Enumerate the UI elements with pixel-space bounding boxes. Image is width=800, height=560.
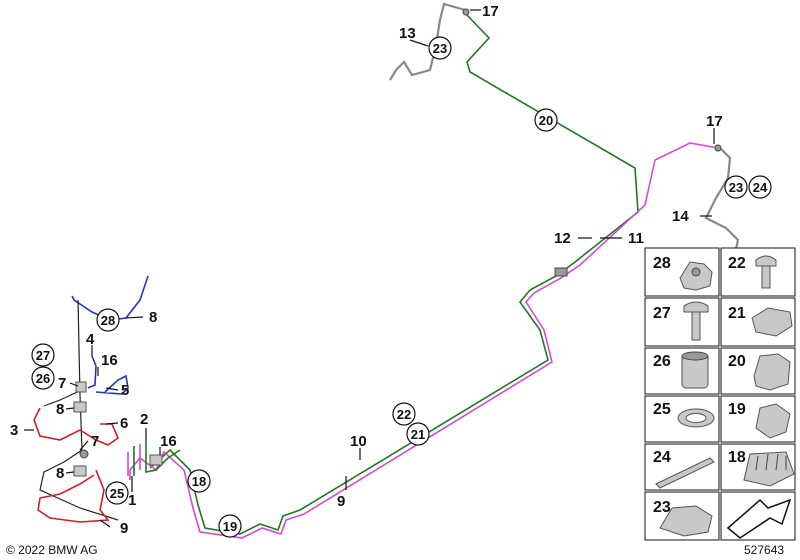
- green-line-left: [133, 440, 181, 476]
- circled-25: 25: [110, 486, 124, 501]
- grey-hose-right: [704, 147, 740, 259]
- fitting-top: [462, 8, 470, 16]
- blue-brake-line: [71, 275, 149, 395]
- callout-7-lower: 7: [91, 433, 99, 450]
- leader-lines: [24, 9, 715, 528]
- circled-21: 21: [411, 427, 425, 442]
- bolt-left: [79, 449, 89, 459]
- callout-16-lower: 16: [160, 433, 177, 450]
- legend-label-20: 20: [728, 353, 746, 370]
- callout-10: 8: [149, 309, 157, 326]
- callout-9: 9: [120, 520, 128, 537]
- circled-26: 26: [36, 371, 50, 386]
- circled-28: 28: [101, 313, 115, 328]
- circled-24: 24: [753, 180, 768, 195]
- grommet-18-icon: [743, 451, 795, 487]
- clip-20-icon: [753, 353, 791, 391]
- callout-15-right: 14: [672, 208, 689, 225]
- callout-4: 4: [86, 331, 95, 348]
- fittings: [73, 8, 722, 477]
- bolt-22-icon: [755, 255, 777, 289]
- clip-28-hole-icon: [691, 267, 701, 277]
- legend-table: 28 22 27 21 26 20 25 19 24 18 23: [644, 247, 796, 541]
- callout-8-upper: 8: [56, 401, 64, 418]
- clip-19-icon: [755, 403, 791, 439]
- circled-callouts: 23 20 23 24 28 27 26 22 21 18 25 19: [31, 36, 772, 538]
- legend-cell-22: [720, 247, 796, 297]
- clip-mid: [149, 454, 163, 466]
- legend-label-21: 21: [728, 305, 746, 322]
- legend-label-24: 24: [653, 449, 671, 466]
- magenta-brake-line: [129, 142, 719, 539]
- legend-cell-24: [644, 443, 720, 491]
- clip-left-b: [73, 465, 87, 477]
- callout-12: 10: [350, 433, 367, 450]
- washer-25-hole-icon: [685, 413, 707, 423]
- clip-21-icon: [751, 307, 793, 337]
- legend-label-22: 22: [728, 255, 746, 272]
- diagram-id: 527643: [744, 543, 784, 557]
- circled-20: 20: [539, 113, 553, 128]
- legend-label-23: 23: [653, 499, 671, 516]
- grey-hose-top: [389, 2, 466, 81]
- legend-label-27: 27: [653, 305, 671, 322]
- red-brake-line: [33, 407, 119, 523]
- circled-23-right: 23: [729, 180, 743, 195]
- callout-17-right: 17: [706, 113, 723, 130]
- callout-17-top: 17: [482, 3, 499, 20]
- callout-6: 6: [120, 415, 128, 432]
- grommet-18-ribs-icon: [755, 453, 787, 471]
- clip-left-a: [73, 401, 87, 413]
- callout-2: 2: [140, 411, 148, 428]
- legend-label-25: 25: [653, 401, 671, 418]
- callout-8-lower: 8: [56, 465, 64, 482]
- view-direction-arrow-icon: [726, 498, 792, 539]
- callout-1: 1: [128, 492, 136, 509]
- legend-label-26: 26: [653, 353, 671, 370]
- circled-18: 18: [192, 474, 206, 489]
- pipe-lines: [33, 2, 740, 539]
- callout-11: 9: [337, 493, 345, 510]
- callout-5: 5: [121, 382, 129, 399]
- magenta-line-left: [127, 444, 141, 476]
- circled-27: 27: [36, 348, 50, 363]
- fitting-right: [714, 144, 722, 152]
- callout-15-top: 13: [399, 25, 416, 42]
- spacer-26-top-icon: [681, 351, 709, 361]
- callout-3: 3: [10, 422, 18, 439]
- circled-22: 22: [397, 407, 411, 422]
- bracket-left: [75, 381, 87, 393]
- callout-13: 11: [628, 230, 644, 247]
- callout-14: 12: [554, 230, 571, 247]
- legend-label-18: 18: [728, 449, 746, 466]
- cable-tie-24-icon: [655, 457, 715, 489]
- legend-label-19: 19: [728, 401, 746, 418]
- legend-cell-28: [644, 247, 720, 297]
- bolt-27-icon: [683, 301, 709, 341]
- callout-16-upper: 16: [101, 352, 118, 369]
- connector-mid: [554, 267, 568, 277]
- copyright-text: © 2022 BMW AG: [6, 543, 98, 557]
- callout-7-upper: 7: [58, 375, 66, 392]
- callout-labels: 17 13 17 14 12 11 8 4 16 7 5 8 6 3 2 7 1…: [10, 3, 723, 537]
- circled-23-top: 23: [433, 41, 447, 56]
- clip-23-icon: [659, 505, 713, 537]
- legend-label-28: 28: [653, 255, 671, 272]
- circled-19: 19: [223, 519, 237, 534]
